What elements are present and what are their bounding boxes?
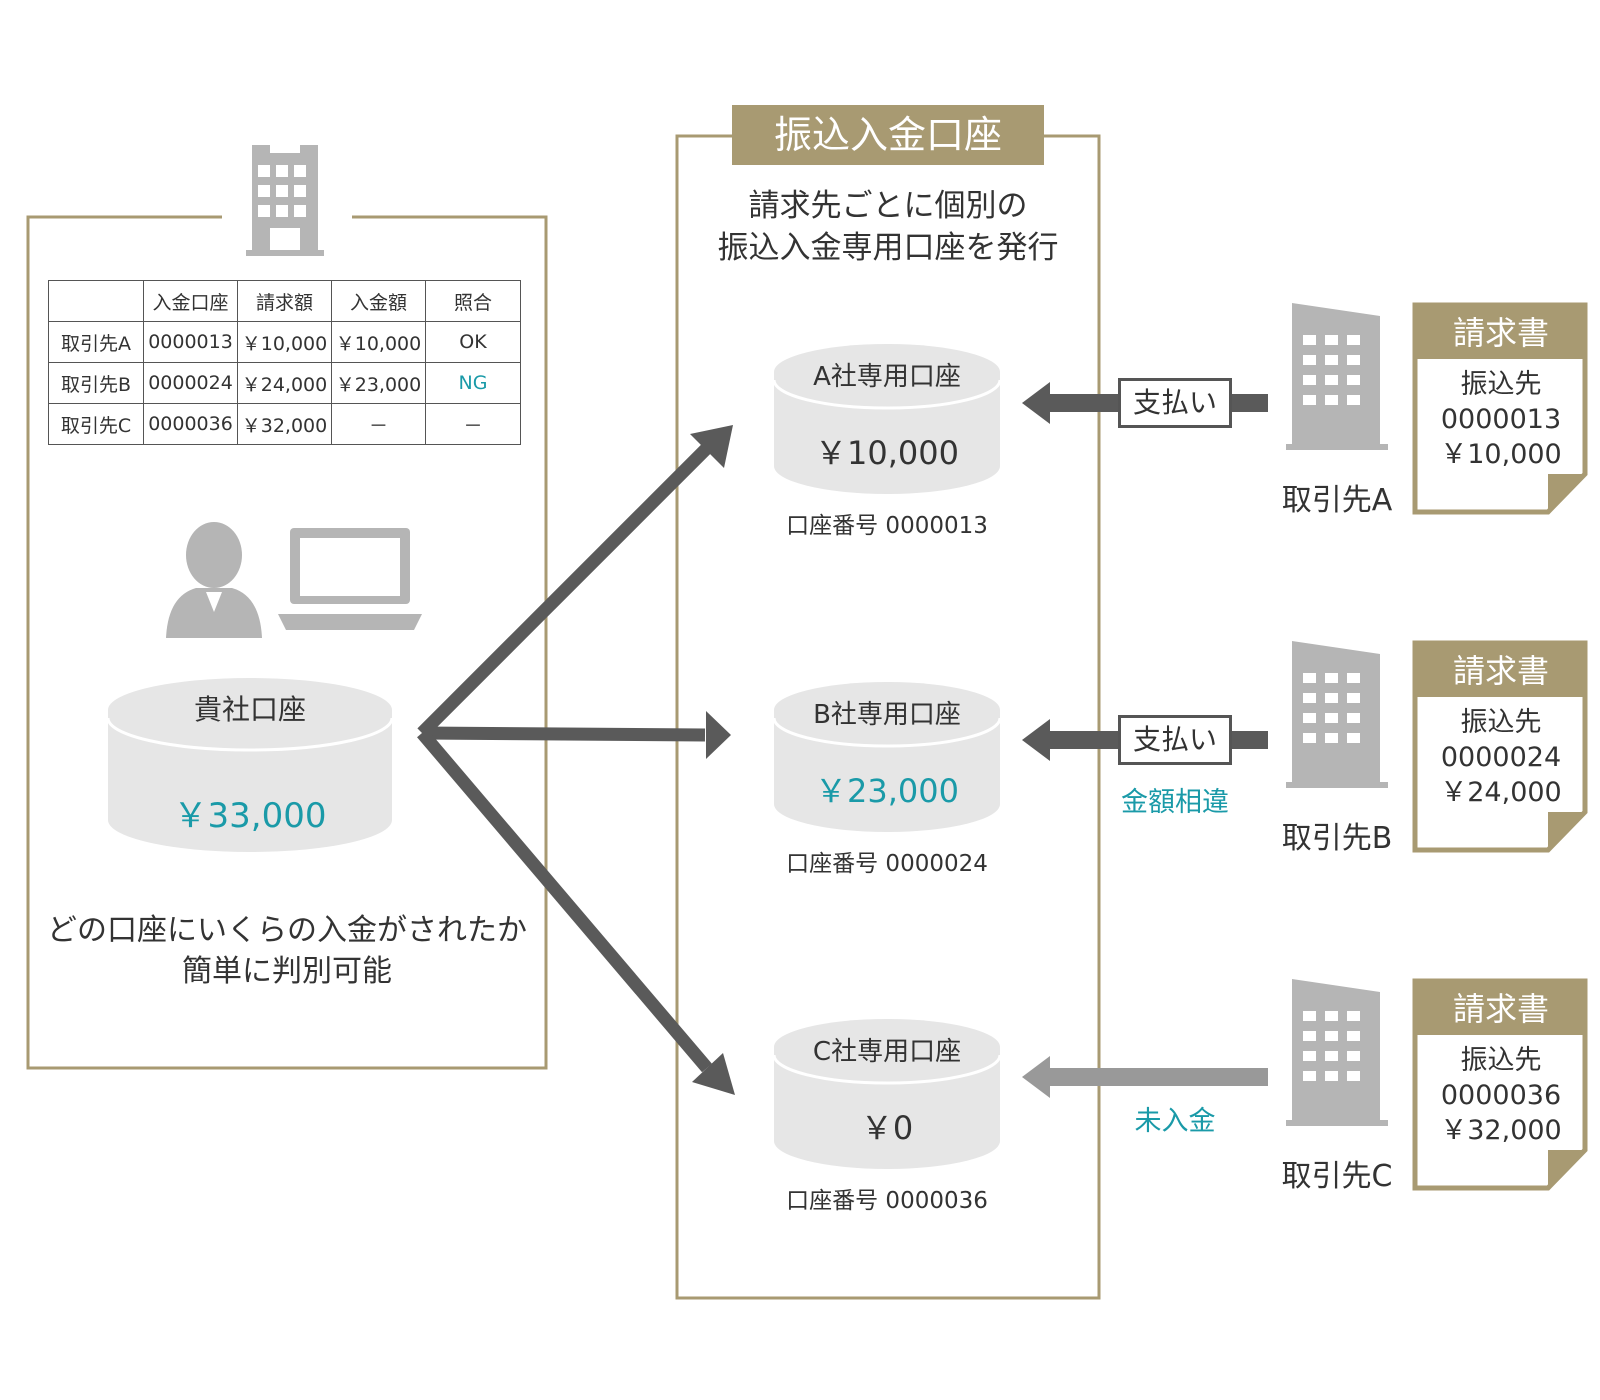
virtual-account-c-amount: ￥0	[860, 1109, 914, 1147]
virtual-account-c-cylinder	[772, 1019, 1002, 1169]
arrowhead-b	[706, 711, 731, 759]
invoice-a-fold-icon	[1548, 474, 1585, 512]
invoice-b-fold-icon	[1548, 812, 1585, 850]
table-cell: ￥24,000	[237, 362, 332, 404]
table-cell: 0000024	[143, 362, 238, 404]
payment-note-b: 金額相違	[1121, 787, 1229, 818]
table-header-row: 入金口座 請求額 入金額 照合	[48, 280, 521, 322]
invoice-b-amount: ￥24,000	[1440, 777, 1562, 808]
arrow-to-a	[417, 444, 711, 738]
virtual-account-a-number: 口座番号 0000013	[786, 513, 988, 539]
transfer-section-title: 振込入金口座	[732, 105, 1044, 165]
invoice-b-title: 請求書	[1417, 645, 1585, 697]
invoice-c-title: 請求書	[1417, 983, 1585, 1035]
table-header-cell: 請求額	[237, 280, 332, 322]
invoice-c-amount: ￥32,000	[1440, 1115, 1562, 1146]
virtual-account-c-label: C社専用口座	[812, 1037, 962, 1067]
client-a-name: 取引先A	[1281, 483, 1393, 518]
arrowhead-a	[690, 425, 733, 468]
company-account-label: 貴社口座	[193, 693, 306, 726]
table-row: 取引先C 0000036 ￥32,000 － －	[48, 403, 521, 445]
arrow-to-b	[421, 726, 706, 742]
client-b-building-icon	[1286, 641, 1388, 788]
client-b-name: 取引先B	[1281, 821, 1393, 856]
table-header-cell	[48, 280, 144, 322]
table-cell: 取引先B	[48, 362, 144, 404]
table-row: 取引先A 0000013 ￥10,000 ￥10,000 OK	[48, 321, 521, 363]
invoice-b-account: 0000024	[1440, 742, 1562, 773]
table-cell: ￥32,000	[237, 403, 332, 445]
company-building-icon	[246, 145, 324, 256]
invoice-c-fold-icon	[1548, 1150, 1585, 1188]
table-cell: OK	[425, 321, 521, 363]
payment-label-b: 支払い	[1118, 715, 1232, 765]
reconciliation-table: 入金口座 請求額 入金額 照合 取引先A 0000013 ￥10,000 ￥10…	[48, 280, 521, 445]
operator-person-icon	[166, 522, 262, 638]
transfer-panel-frame	[675, 134, 1101, 1300]
virtual-account-b-cylinder	[772, 682, 1002, 832]
table-cell: －	[331, 403, 426, 445]
company-caption-line1: どの口座にいくらの入金がされたか	[47, 913, 527, 948]
table-header-cell: 入金口座	[143, 280, 238, 322]
invoice-c-dest-label: 振込先	[1460, 1045, 1542, 1076]
table-header-cell: 入金額	[331, 280, 426, 322]
virtual-account-b-number: 口座番号 0000024	[786, 851, 988, 877]
table-cell: ￥23,000	[331, 362, 426, 404]
payment-label-a: 支払い	[1118, 378, 1232, 428]
company-account-amount: ￥33,000	[173, 796, 327, 836]
company-panel-frame	[26, 215, 548, 1070]
table-cell: －	[425, 403, 521, 445]
fanout-arrows	[417, 444, 712, 1073]
virtual-account-a-amount: ￥10,000	[815, 434, 959, 472]
invoice-a-title: 請求書	[1417, 307, 1585, 359]
virtual-account-a-cylinder	[772, 344, 1002, 494]
client-c-building-icon	[1286, 979, 1388, 1126]
table-cell: 0000036	[143, 403, 238, 445]
invoice-b-dest-label: 振込先	[1460, 707, 1542, 738]
transfer-description-line1: 請求先ごとに個別の	[748, 188, 1028, 224]
table-row: 取引先B 0000024 ￥24,000 ￥23,000 NG	[48, 362, 521, 404]
table-cell: 取引先A	[48, 321, 144, 363]
client-c-name: 取引先C	[1281, 1159, 1393, 1194]
invoice-a-amount: ￥10,000	[1440, 439, 1562, 470]
arrowhead-c	[692, 1053, 735, 1095]
table-cell: 0000013	[143, 321, 238, 363]
company-account-cylinder	[106, 678, 394, 852]
table-cell: ￥10,000	[237, 321, 332, 363]
invoice-c-account: 0000036	[1440, 1080, 1562, 1111]
company-caption-line2: 簡単に判別可能	[182, 954, 392, 989]
invoice-a-account: 0000013	[1440, 404, 1562, 435]
laptop-icon	[278, 528, 422, 630]
table-cell: 取引先C	[48, 403, 144, 445]
virtual-account-b-label: B社専用口座	[813, 700, 961, 730]
table-header-cell: 照合	[425, 280, 521, 322]
table-cell: ￥10,000	[331, 321, 426, 363]
table-cell-status-ng: NG	[425, 362, 521, 404]
invoice-a-dest-label: 振込先	[1460, 369, 1542, 400]
payment-note-c: 未入金	[1134, 1106, 1216, 1137]
unpaid-arrow-c	[1022, 1056, 1268, 1098]
virtual-account-c-number: 口座番号 0000036	[786, 1188, 988, 1214]
arrow-to-c	[417, 728, 712, 1073]
virtual-account-b-amount: ￥23,000	[815, 772, 959, 810]
virtual-account-a-label: A社専用口座	[813, 362, 961, 392]
transfer-description-line2: 振込入金専用口座を発行	[717, 230, 1059, 266]
client-a-building-icon	[1286, 303, 1388, 450]
